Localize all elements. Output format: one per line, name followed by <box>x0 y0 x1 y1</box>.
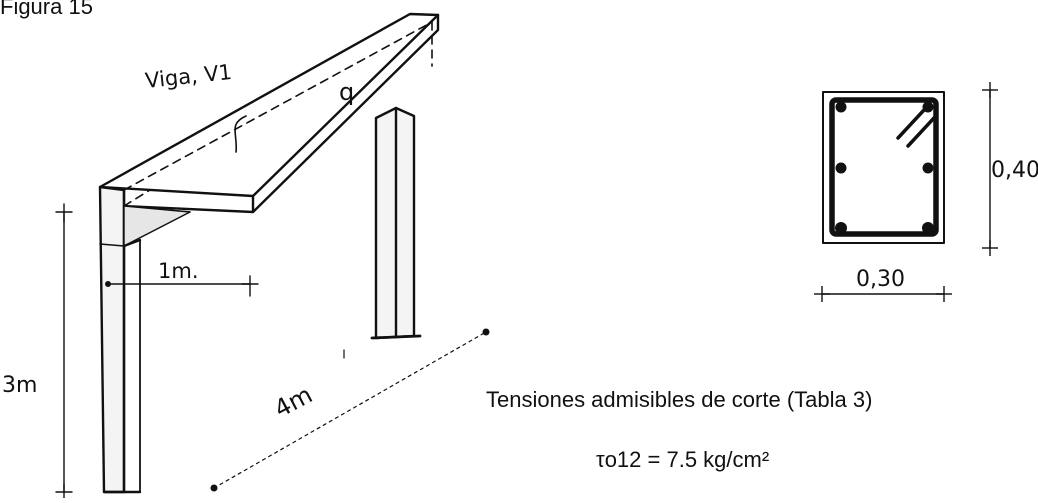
section-height-label: 0,40 <box>991 158 1038 183</box>
frame-sketch <box>55 12 490 499</box>
beam-label-leader <box>234 115 247 153</box>
cantilever-dimension <box>105 275 259 297</box>
span-dimension-line <box>213 331 487 489</box>
beam-hidden-lines <box>123 21 433 207</box>
load-label: q <box>339 78 354 106</box>
cross-section <box>814 82 998 302</box>
section-height-dimension <box>982 82 998 256</box>
rebar-dots <box>835 101 934 234</box>
column-front <box>98 185 191 494</box>
beam-bottom-edge <box>122 204 255 214</box>
section-outline <box>822 91 945 244</box>
beam-label: Viga, V1 <box>144 60 233 93</box>
section-width-label: 0,30 <box>856 267 905 292</box>
shear-value: τo12 = 7.5 kg/cm² <box>596 447 769 472</box>
stirrup <box>829 97 939 237</box>
span-label: 4m <box>270 380 317 423</box>
shear-title: Tensiones admisibles de corte (Tabla 3) <box>486 387 872 412</box>
cantilever-label: 1m. <box>158 259 199 283</box>
height-label: 3m <box>2 373 37 398</box>
beam-front-edge <box>251 13 440 214</box>
column-back <box>370 106 422 340</box>
height-dimension <box>55 203 73 499</box>
stirrup-hook <box>896 108 936 148</box>
figure-caption: Figura 15 <box>0 0 93 19</box>
section-width-dimension <box>814 286 952 302</box>
